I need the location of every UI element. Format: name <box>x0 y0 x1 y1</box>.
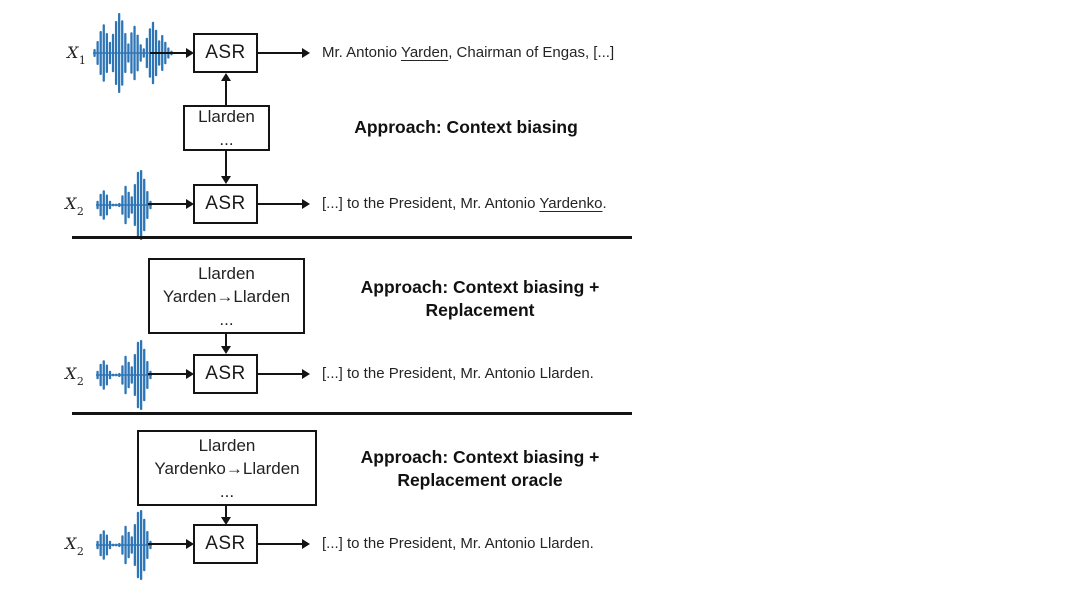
approach-heading-line1: Approach: Context biasing + <box>360 447 600 467</box>
arrow-input-to-asr <box>148 369 194 379</box>
input-label-x1: X1 <box>67 43 86 68</box>
arrow-input-to-asr <box>150 48 194 58</box>
section-divider <box>72 412 632 415</box>
output-prefix: [...] to the President, Mr. Antonio Llar… <box>322 365 594 382</box>
output-prefix: Mr. Antonio <box>322 44 401 61</box>
output-suffix: , Chairman of Engas, [...] <box>448 44 615 61</box>
approach-heading-line2: Replacement oracle <box>397 470 563 490</box>
asr-box: ASR <box>193 524 258 564</box>
output-prefix: [...] to the President, Mr. Antonio Llar… <box>322 535 594 552</box>
input-label-subscript: 2 <box>76 205 84 219</box>
approach-heading: Approach: Context biasing <box>336 116 596 139</box>
asr-box-label: ASR <box>205 42 246 63</box>
audio-waveform-icon <box>96 510 152 580</box>
asr-box-label: ASR <box>205 533 246 554</box>
arrow-input-to-asr <box>148 539 194 549</box>
approach-heading-line1: Approach: Context biasing + <box>360 277 600 297</box>
output-transcript: Mr. Antonio Yarden, Chairman of Engas, [… <box>322 44 614 61</box>
bias-entry: Llarden <box>198 435 256 455</box>
input-label-subscript: 1 <box>78 54 86 68</box>
section-divider <box>72 236 632 239</box>
asr-box: ASR <box>193 184 258 224</box>
arrow-biaslist-to-asr-down <box>221 334 231 354</box>
bias-replacement-rule: Yarden→Llarden <box>162 286 291 306</box>
bias-entry: Llarden <box>198 107 255 126</box>
input-label-subscript: 2 <box>76 375 84 389</box>
input-label-x2: X2 <box>65 534 84 559</box>
input-label-subscript: 2 <box>76 545 84 559</box>
output-transcript: [...] to the President, Mr. Antonio Llar… <box>322 535 594 552</box>
arrow-input-to-asr <box>148 199 194 209</box>
approach-heading: Approach: Context biasing + Replacement <box>349 276 611 322</box>
input-label-x2: X2 <box>65 364 84 389</box>
bias-replacement-rule: Yardenko→Llarden <box>154 458 300 478</box>
bias-list-box: Llarden Yardenko→Llarden ... <box>137 430 317 506</box>
input-label-base: X <box>65 194 77 213</box>
asr-box: ASR <box>193 33 258 73</box>
audio-waveform-icon <box>96 340 152 410</box>
input-label-x2: X2 <box>65 194 84 219</box>
output-highlighted-word: Yarden <box>400 44 449 61</box>
output-highlighted-word: Yardenko <box>539 195 603 212</box>
arrow-asr-to-output <box>258 199 310 209</box>
approach-heading: Approach: Context biasing + Replacement … <box>349 446 611 492</box>
arrow-biaslist-to-asr-down <box>221 151 231 184</box>
asr-box-label: ASR <box>205 363 246 384</box>
arrow-asr-to-output <box>258 369 310 379</box>
output-transcript: [...] to the President, Mr. Antonio Llar… <box>322 365 594 382</box>
asr-box: ASR <box>193 354 258 394</box>
output-suffix: . <box>602 195 607 212</box>
asr-box-label: ASR <box>205 193 246 214</box>
bias-list-box: Llarden Yarden→Llarden ... <box>148 258 305 334</box>
arrow-asr-to-output <box>258 539 310 549</box>
arrow-biaslist-to-asr-down <box>221 506 231 525</box>
input-label-base: X <box>65 364 77 383</box>
arrow-asr-to-output <box>258 48 310 58</box>
bias-entry: Llarden <box>198 263 255 283</box>
bias-entry-ellipsis: ... <box>219 481 235 501</box>
input-label-base: X <box>65 534 77 553</box>
approach-heading-line1: Approach: Context biasing <box>354 117 578 137</box>
bias-entry-ellipsis: ... <box>219 309 234 329</box>
output-prefix: [...] to the President, Mr. Antonio <box>322 195 540 212</box>
output-transcript: [...] to the President, Mr. Antonio Yard… <box>322 195 607 212</box>
audio-waveform-icon <box>96 170 152 240</box>
bias-entry-ellipsis: ... <box>219 130 234 149</box>
bias-list-box: Llarden ... <box>183 105 270 151</box>
approach-heading-line2: Replacement <box>425 300 535 320</box>
input-label-base: X <box>67 43 79 62</box>
arrow-biaslist-to-asr-up <box>221 73 231 105</box>
